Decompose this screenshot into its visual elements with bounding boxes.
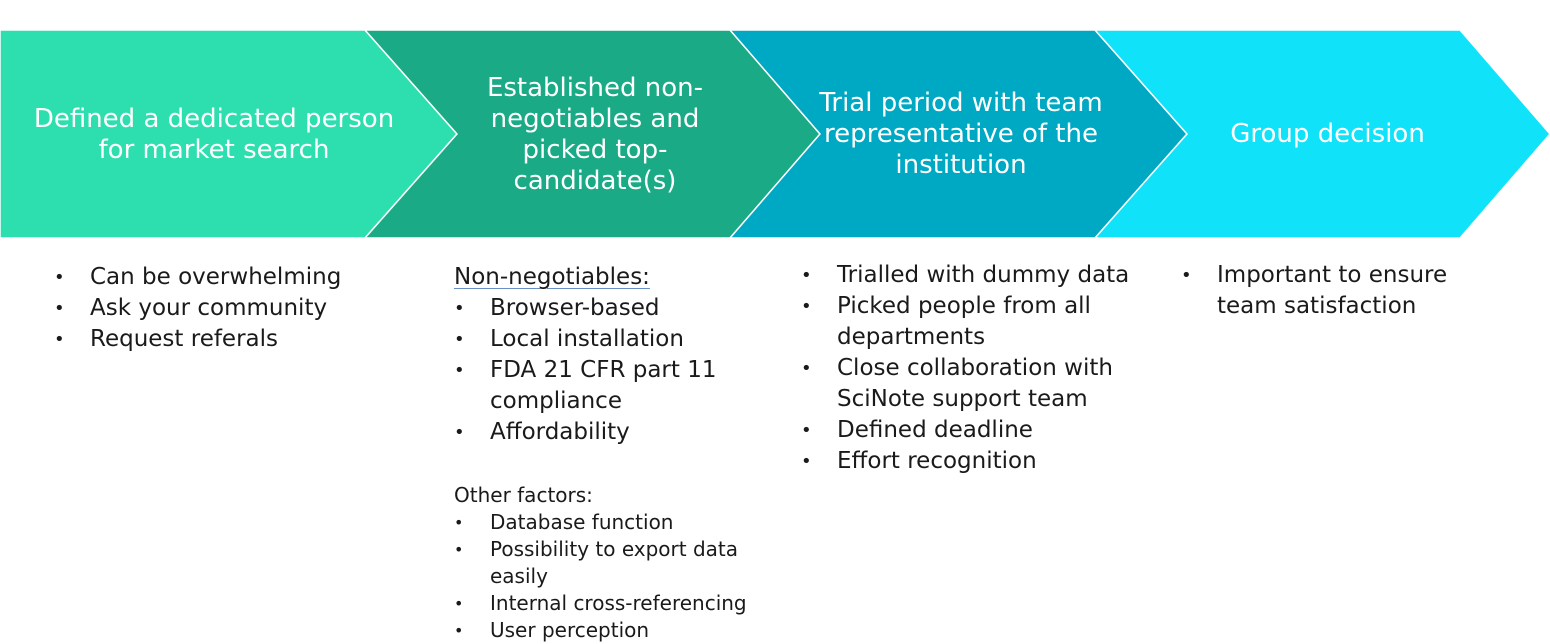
list-item: Picked people from all departments [801,291,1151,353]
step-2-title-line: Established non- [486,72,704,103]
list-item: Database function [454,509,754,536]
step-4-title-line: Group decision [1230,119,1425,149]
step-1-title: Defined a dedicated person for market se… [0,32,428,237]
chevron-step-4 [1093,29,1550,239]
step-2-title-line: picked top- [522,134,668,165]
other-factors-heading: Other factors: [454,483,593,507]
step-1-title-line: Defined a dedicated person [33,103,395,134]
list-item: Can be overwhelming [54,262,394,293]
list-item: User perception [454,617,754,644]
non-negotiables-heading: Non-negotiables: [454,264,650,290]
step-2-title-line: negotiables and [490,103,700,134]
list-item: Important to ensure team satisfaction [1181,260,1481,322]
list-item: Possibility to export data easily [454,536,754,590]
list-item: Effort recognition [801,446,1151,477]
step-3-notes: Trialled with dummy data Picked people f… [801,260,1151,477]
step-1-notes: Can be overwhelming Ask your community R… [54,262,394,355]
list-item: Defined deadline [801,415,1151,446]
list-item: Trialled with dummy data [801,260,1151,291]
step-3-title-line: representative of the [824,119,1098,149]
list-item: Internal cross-referencing [454,590,754,617]
step-3-title: Trial period with team representative of… [790,32,1132,237]
step-2-title: Established non- negotiables and picked … [425,32,765,237]
list-item: Affordability [454,417,754,448]
step-3-title-line: Trial period with team [819,88,1103,118]
list-item: Browser-based [454,293,754,324]
step-2-notes: Non-negotiables: Browser-based Local ins… [454,262,754,644]
list-item: Ask your community [54,293,394,324]
list-item: Local installation [454,324,754,355]
step-4-notes: Important to ensure team satisfaction [1181,260,1481,322]
step-3-title-line: institution [895,150,1027,180]
list-item: FDA 21 CFR part 11 compliance [454,355,754,417]
step-2-title-line: candidate(s) [513,165,677,196]
list-item: Request referals [54,324,394,355]
step-4-title: Group decision [1160,32,1495,237]
list-item: Close collaboration with SciNote support… [801,353,1151,415]
step-1-title-line: for market search [98,134,330,165]
